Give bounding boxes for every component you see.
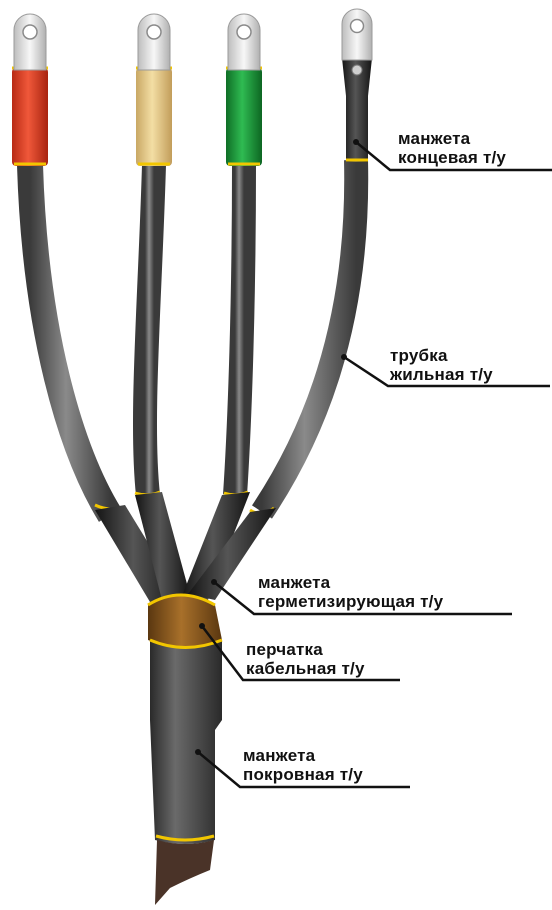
cover-sleeve — [150, 640, 222, 844]
label-cover-sleeve: манжета покровная т/у — [243, 746, 363, 784]
lug-red — [14, 14, 46, 70]
cable-core-stub — [155, 840, 214, 905]
label-cover-sleeve-line2: покровная т/у — [243, 765, 363, 784]
label-sealing-sleeve-line2: герметизирующая т/у — [258, 592, 443, 611]
core-tube-beige — [145, 165, 154, 495]
label-end-sleeve: манжета концевая т/у — [398, 129, 506, 167]
label-cable-glove-line2: кабельная т/у — [246, 659, 365, 678]
core-tube-green — [235, 165, 244, 495]
label-cover-sleeve-line1: манжета — [243, 746, 363, 765]
label-end-sleeve-line2: концевая т/у — [398, 148, 506, 167]
label-core-tube: трубка жильная т/у — [390, 346, 493, 384]
end-sleeve-beige — [136, 68, 172, 166]
label-core-tube-line1: трубка — [390, 346, 493, 365]
label-sealing-sleeve: манжета герметизирующая т/у — [258, 573, 443, 611]
label-end-sleeve-line1: манжета — [398, 129, 506, 148]
breakout-fingers — [95, 492, 276, 602]
label-cable-glove: перчатка кабельная т/у — [246, 640, 365, 678]
core-tubes — [30, 160, 356, 515]
cable-lugs — [14, 9, 372, 75]
label-cable-glove-line1: перчатка — [246, 640, 365, 659]
end-sleeves — [12, 58, 372, 166]
end-sleeve-bands — [12, 58, 372, 164]
end-sleeve-red — [12, 68, 48, 166]
lug-beige — [138, 14, 170, 70]
label-core-tube-line2: жильная т/у — [390, 365, 493, 384]
core-tube-red — [30, 165, 110, 515]
end-sleeve-green — [226, 68, 262, 166]
lug-green — [228, 14, 260, 70]
label-sealing-sleeve-line1: манжета — [258, 573, 443, 592]
core-tube-black — [262, 160, 356, 512]
